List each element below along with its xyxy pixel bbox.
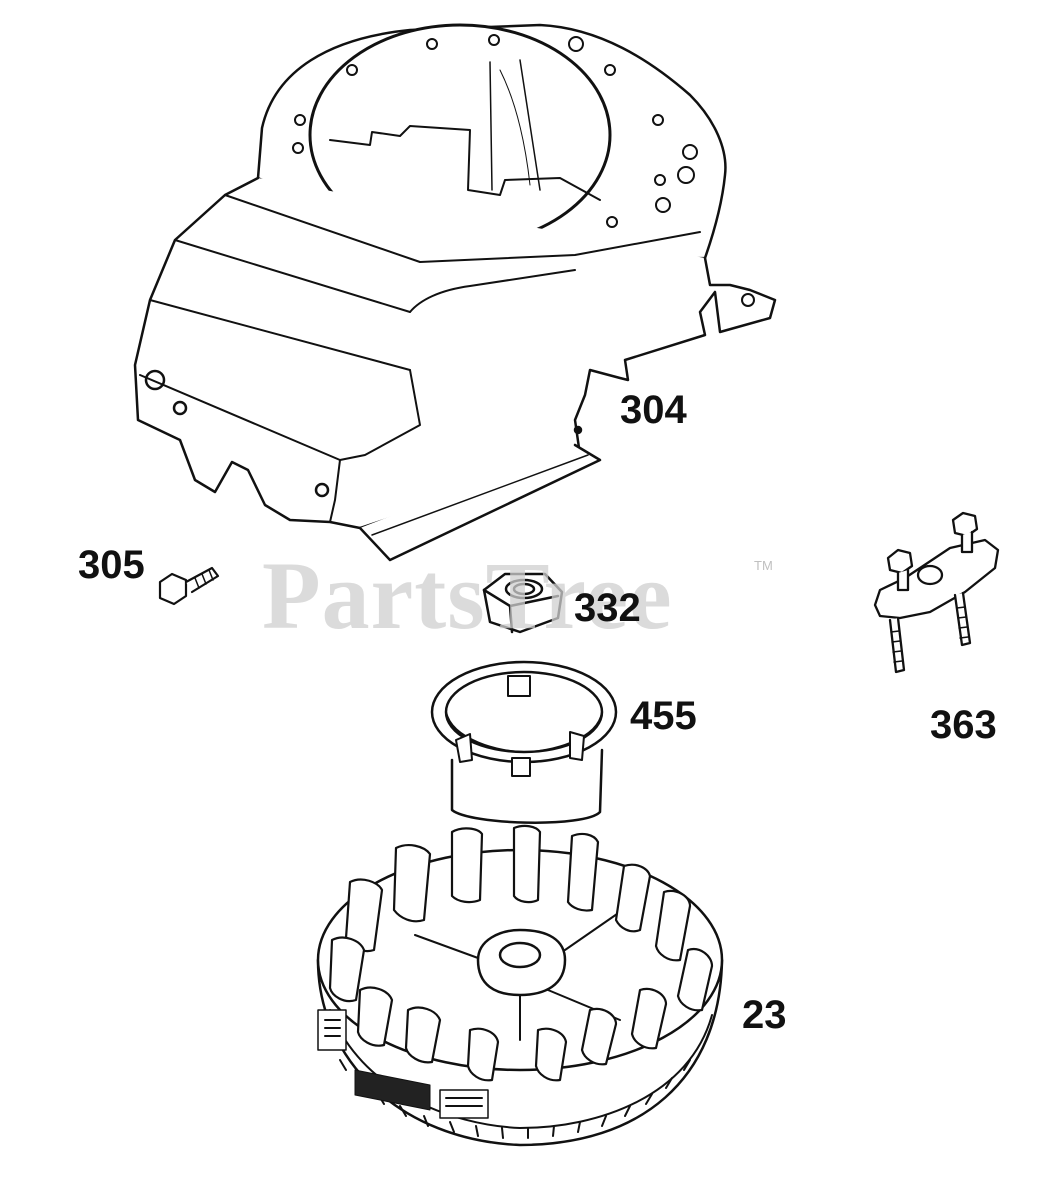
- starter-cup-drawing: [430, 660, 618, 824]
- part-label-455: 455: [630, 694, 697, 738]
- part-label-363: 363: [930, 703, 997, 747]
- screw-drawing: [158, 566, 220, 606]
- part-label-23: 23: [742, 993, 787, 1037]
- part-label-332: 332: [574, 586, 641, 630]
- bracket-drawing: [873, 511, 1000, 674]
- flywheel-drawing: [316, 824, 724, 1147]
- blower-housing-drawing: [133, 23, 777, 562]
- part-label-305: 305: [78, 543, 145, 587]
- nut-drawing: [482, 572, 564, 634]
- part-label-304: 304: [620, 388, 687, 432]
- watermark-trademark: TM: [754, 558, 773, 573]
